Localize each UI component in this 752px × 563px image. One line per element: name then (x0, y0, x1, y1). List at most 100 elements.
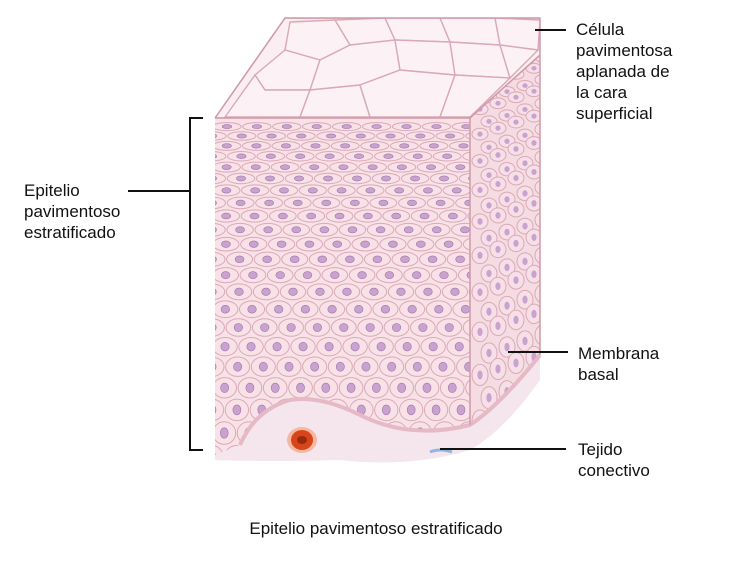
cell-nucleus (513, 119, 519, 125)
cell-nucleus (338, 164, 349, 170)
cell-nucleus (233, 323, 243, 332)
cell-nucleus (312, 323, 322, 332)
cell-nucleus (407, 199, 417, 207)
cell-nucleus (236, 175, 246, 182)
cell-nucleus (458, 143, 469, 149)
cell-nucleus (513, 174, 519, 182)
cell-nucleus (250, 164, 261, 170)
cell-nucleus (383, 153, 394, 159)
cell-nucleus (477, 131, 483, 137)
cell-nucleus (365, 187, 376, 194)
cell-nucleus (324, 153, 335, 159)
cell-nucleus (504, 196, 510, 203)
cell-nucleus (431, 124, 442, 129)
label-connective-tissue: Tejido conectivo (578, 439, 650, 481)
epithelial-cell (215, 131, 227, 141)
cell-nucleus (439, 271, 449, 280)
cell-nucleus (513, 94, 519, 100)
cell-nucleus (407, 305, 417, 314)
cell-nucleus (317, 255, 327, 264)
cell-nucleus (447, 382, 457, 393)
cell-nucleus (513, 276, 519, 284)
cell-nucleus (221, 124, 233, 129)
cell-nucleus (220, 305, 230, 314)
epithelial-cell (215, 222, 226, 237)
cell-nucleus (215, 199, 217, 207)
cell-nucleus (296, 133, 307, 139)
epithelial-cell (534, 211, 540, 229)
cell-nucleus (402, 342, 412, 352)
surface-cell (383, 18, 452, 43)
cell-nucleus (378, 199, 389, 207)
cell-nucleus (278, 212, 288, 220)
cell-nucleus (531, 66, 537, 71)
cell-nucleus (220, 342, 230, 352)
cell-nucleus (342, 287, 352, 296)
cell-nucleus (442, 153, 453, 159)
cell-nucleus (306, 212, 317, 220)
cell-nucleus (513, 239, 519, 247)
cell-nucleus (504, 301, 510, 310)
cell-nucleus (422, 382, 432, 393)
cell-nucleus (345, 255, 355, 264)
cell-nucleus (522, 190, 528, 197)
epithelium-bracket (189, 117, 203, 451)
cell-nucleus (234, 255, 245, 264)
cell-nucleus (504, 166, 510, 173)
cell-nucleus (531, 200, 537, 207)
cell-nucleus (246, 342, 256, 352)
cell-nucleus (349, 199, 360, 207)
cell-nucleus (522, 132, 528, 138)
cell-nucleus (221, 143, 232, 149)
cell-nucleus (288, 287, 298, 296)
cell-nucleus (215, 133, 218, 139)
cell-nucleus (311, 124, 322, 129)
cell-nucleus (302, 271, 313, 280)
label-epithelium-line-1: Epitelio (24, 181, 80, 200)
cell-nucleus (251, 143, 262, 149)
cell-nucleus (412, 153, 423, 159)
cell-nucleus (423, 187, 433, 194)
cell-nucleus (460, 226, 470, 234)
figure-caption: Epitelio pavimentoso estratificado (249, 519, 503, 538)
cell-nucleus (396, 287, 406, 296)
cell-nucleus (495, 282, 501, 290)
cell-nucleus (477, 370, 483, 380)
cell-nucleus (346, 382, 356, 393)
cell-nucleus (380, 305, 391, 314)
cell-nucleus (279, 187, 289, 194)
cell-nucleus (260, 323, 270, 332)
label-connective-line-2: conectivo (578, 461, 650, 480)
cell-nucleus (427, 255, 438, 264)
cell-nucleus (334, 212, 345, 220)
cell-nucleus (522, 257, 528, 266)
cell-nucleus (477, 327, 483, 337)
cell-nucleus (444, 323, 454, 332)
label-epithelium-line-2: pavimentoso (24, 202, 121, 221)
cell-nucleus (495, 125, 501, 131)
cell-nucleus (416, 240, 426, 248)
epithelial-cell (534, 246, 540, 265)
cell-nucleus (410, 175, 420, 182)
cell-nucleus (291, 226, 302, 234)
cell-nucleus (504, 342, 510, 352)
surface-cell (499, 44, 540, 80)
cell-nucleus (261, 287, 271, 296)
label-epithelium: Epitelio pavimentoso estratificado (24, 180, 120, 243)
cell-nucleus (448, 212, 458, 220)
cell-nucleus (434, 305, 444, 314)
cell-nucleus (332, 240, 343, 248)
cell-nucleus (403, 226, 414, 234)
cell-nucleus (438, 361, 448, 372)
cell-nucleus (336, 187, 347, 194)
cell-nucleus (280, 143, 291, 149)
cell-nucleus (486, 269, 492, 278)
cell-nucleus (354, 153, 365, 159)
epithelial-cell (467, 209, 470, 223)
label-basal-membrane: Membrana basal (578, 343, 659, 385)
cell-nucleus (522, 336, 528, 346)
cell-nucleus (220, 382, 229, 393)
label-basal-line-1: Membrana (578, 344, 660, 363)
cell-nucleus (504, 89, 510, 94)
label-basal-line-2: basal (578, 365, 619, 384)
